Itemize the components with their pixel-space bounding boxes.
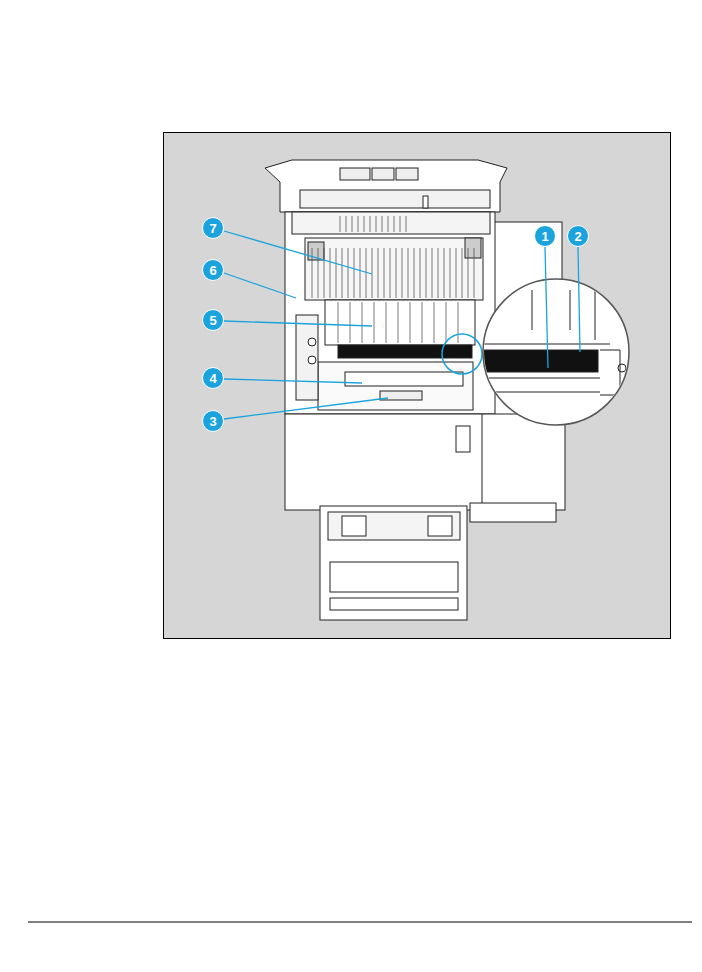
callout-number: 1 xyxy=(534,225,556,247)
callout-text: 3 xyxy=(209,415,216,428)
callout-text: 4 xyxy=(209,372,216,385)
leader-line xyxy=(224,321,372,326)
leader-line xyxy=(224,231,372,274)
callout-text: 5 xyxy=(209,314,216,327)
leader-line xyxy=(578,247,580,352)
leader-line xyxy=(545,247,548,368)
callout-number: 4 xyxy=(202,367,224,389)
callout-text: 7 xyxy=(209,222,216,235)
leader-line xyxy=(224,398,388,419)
callout-number: 2 xyxy=(567,225,589,247)
callout-text: 6 xyxy=(209,264,216,277)
leader-line xyxy=(224,273,296,298)
callout-number: 7 xyxy=(202,217,224,239)
callout-number: 3 xyxy=(202,410,224,432)
callout-text: 2 xyxy=(574,230,581,243)
leader-line xyxy=(224,379,362,383)
callout-text: 1 xyxy=(541,230,548,243)
callout-number: 6 xyxy=(202,259,224,281)
callout-number: 5 xyxy=(202,309,224,331)
